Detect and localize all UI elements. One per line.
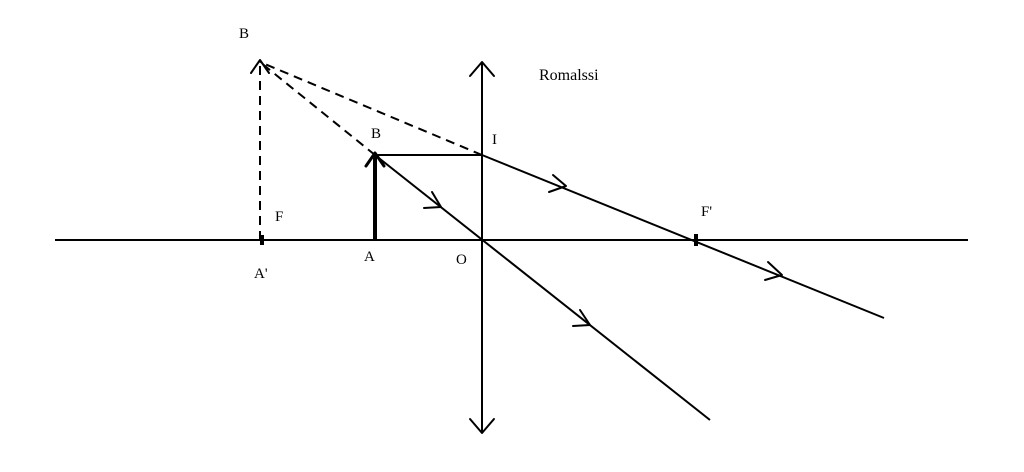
converging-lens [469, 61, 495, 434]
label-object-top-b: B [371, 126, 381, 142]
label-optical-center-o: O [456, 252, 467, 268]
label-focal-f-prime: F' [701, 204, 712, 220]
watermark-text: Romalssi [539, 67, 599, 84]
label-object-base-a: A [364, 249, 375, 265]
central-ray [374, 154, 711, 421]
label-image-top-b: B [239, 26, 249, 42]
parallel-ray [375, 154, 885, 319]
label-focal-f: F [275, 209, 283, 225]
label-lens-point-i: I [492, 132, 497, 148]
object-arrow-ab [364, 151, 386, 240]
virtual-image-arrow [250, 59, 270, 240]
virtual-extension-from-b [259, 61, 376, 156]
label-image-base-a-prime: A' [254, 266, 268, 282]
virtual-extension-from-i [259, 61, 483, 156]
